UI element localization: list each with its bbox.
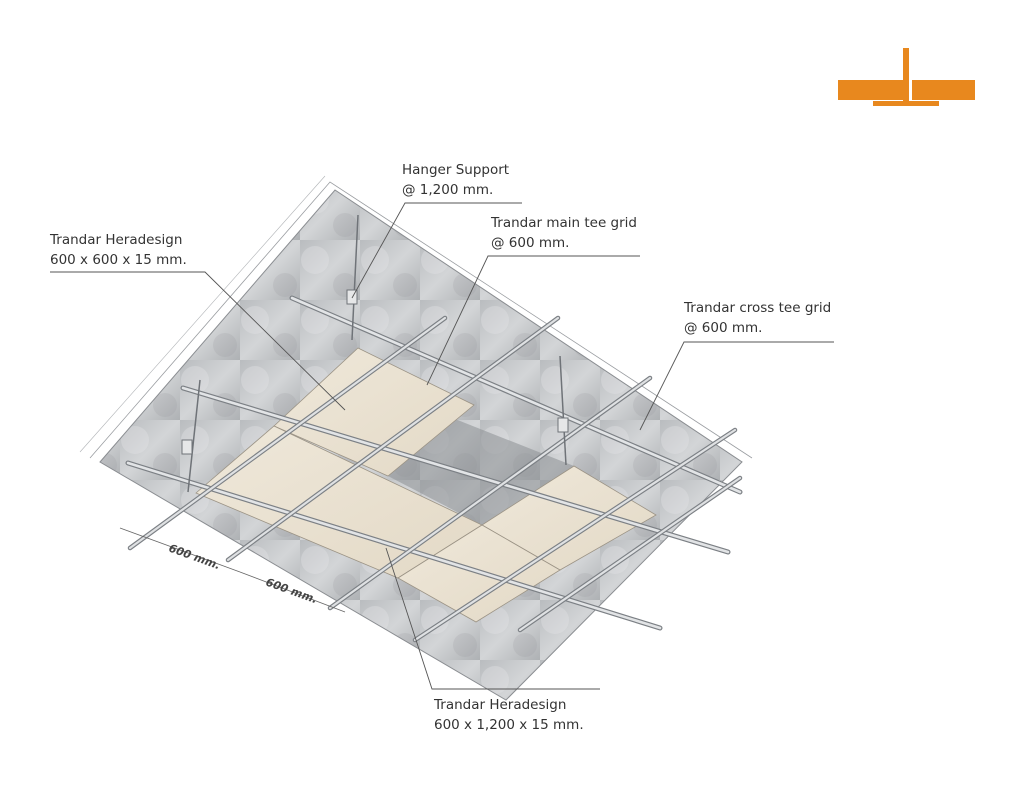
exposed-slab-bay bbox=[388, 419, 574, 525]
leader-lines bbox=[50, 202, 834, 690]
label-line: Trandar Heradesign bbox=[434, 697, 567, 713]
label-line: 600 x 1,200 x 15 mm. bbox=[434, 717, 584, 733]
dimension-lines bbox=[119, 527, 346, 613]
cross-tee-label: Trandar cross tee grid @ 600 mm. bbox=[684, 298, 831, 338]
heradesign-panel-600x600 bbox=[273, 347, 475, 477]
label-line: @ 600 mm. bbox=[491, 235, 570, 251]
panel-600x600-label: Trandar Heradesign 600 x 600 x 15 mm. bbox=[50, 230, 187, 270]
panel-600x1200-label: Trandar Heradesign 600 x 1,200 x 15 mm. bbox=[434, 695, 584, 735]
hanger-support-label: Hanger Support @ 1,200 mm. bbox=[402, 160, 509, 200]
label-line: @ 600 mm. bbox=[684, 320, 763, 336]
tee-profile-icon bbox=[838, 48, 975, 106]
tee-grid bbox=[125, 295, 743, 643]
label-line: Hanger Support bbox=[402, 162, 510, 178]
label-line: Trandar cross tee grid bbox=[684, 300, 832, 316]
dimension-label: 600 mm. bbox=[167, 542, 222, 573]
label-line: @ 1,200 mm. bbox=[402, 182, 494, 198]
hanger-support bbox=[181, 214, 569, 493]
label-line: 600 x 600 x 15 mm. bbox=[50, 252, 187, 268]
label-line: Trandar main tee grid bbox=[491, 215, 637, 231]
main-tee-label: Trandar main tee grid @ 600 mm. bbox=[491, 213, 637, 253]
label-line: Trandar Heradesign bbox=[50, 232, 183, 248]
